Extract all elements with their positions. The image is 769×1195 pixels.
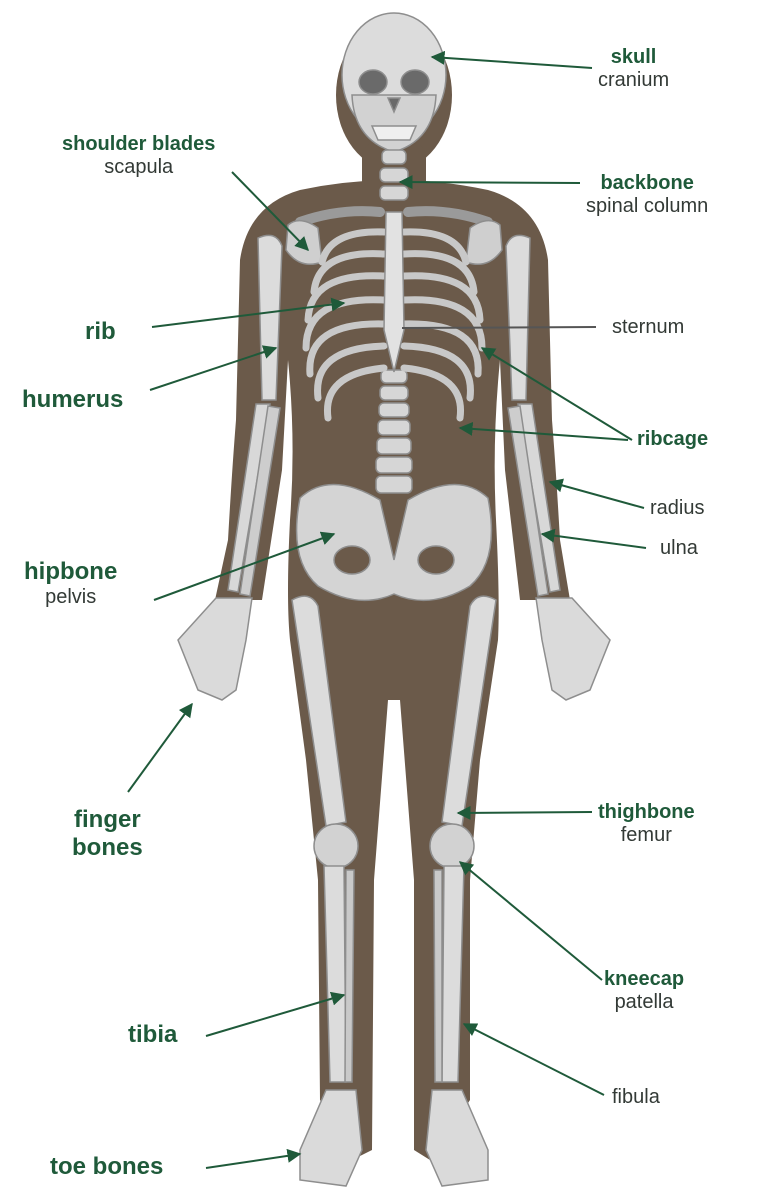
label-backbone-main: backbone — [586, 172, 708, 195]
label-skull-sub: cranium — [598, 69, 669, 92]
label-shoulder-blades-main: shoulder blades — [62, 133, 215, 156]
label-finger-bones-line2: bones — [72, 834, 143, 862]
label-thighbone: thighbone femur — [598, 801, 695, 847]
label-humerus: humerus — [22, 386, 123, 414]
label-finger-bones-line1: finger — [72, 806, 143, 834]
label-hipbone-main: hipbone — [24, 558, 117, 586]
label-backbone-sub: spinal column — [586, 195, 708, 218]
label-skull: skull cranium — [598, 46, 669, 92]
label-radius-sub: radius — [650, 497, 704, 519]
label-tibia: tibia — [128, 1021, 177, 1049]
label-kneecap-main: kneecap — [604, 968, 684, 991]
label-ulna-sub: ulna — [660, 537, 698, 559]
label-thighbone-main: thighbone — [598, 801, 695, 824]
label-ulna: ulna — [660, 537, 698, 560]
label-tibia-main: tibia — [128, 1021, 177, 1049]
label-shoulder-blades-sub: scapula — [62, 156, 215, 179]
label-toe-bones-main: toe bones — [50, 1153, 163, 1181]
label-fibula: fibula — [612, 1086, 660, 1109]
label-skull-main: skull — [598, 46, 669, 69]
label-ribcage: ribcage — [637, 428, 708, 451]
label-hipbone: hipbone pelvis — [24, 558, 117, 609]
label-fibula-sub: fibula — [612, 1086, 660, 1108]
label-sternum: sternum — [612, 316, 684, 339]
label-toe-bones: toe bones — [50, 1153, 163, 1181]
label-backbone: backbone spinal column — [586, 172, 708, 218]
label-kneecap: kneecap patella — [604, 968, 684, 1014]
label-hipbone-sub: pelvis — [24, 586, 117, 609]
label-radius: radius — [650, 497, 704, 520]
label-humerus-main: humerus — [22, 386, 123, 414]
label-finger-bones: finger bones — [72, 806, 143, 861]
label-shoulder-blades: shoulder blades scapula — [62, 133, 215, 179]
label-rib: rib — [85, 318, 116, 346]
label-rib-main: rib — [85, 318, 116, 346]
label-ribcage-main: ribcage — [637, 428, 708, 451]
label-kneecap-sub: patella — [604, 991, 684, 1014]
label-thighbone-sub: femur — [598, 824, 695, 847]
label-sternum-sub: sternum — [612, 316, 684, 338]
